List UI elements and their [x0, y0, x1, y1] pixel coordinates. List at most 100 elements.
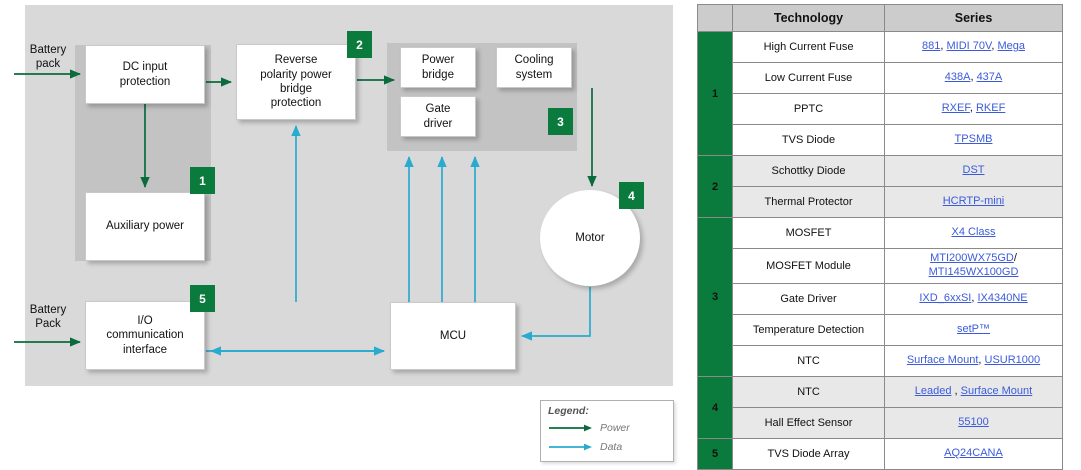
series-cell: setP™	[884, 314, 1063, 346]
series-link[interactable]: Mega	[997, 40, 1025, 53]
technology-cell: Temperature Detection	[732, 314, 885, 346]
technology-cell: Schottky Diode	[732, 155, 885, 187]
badge-3[interactable]: 3	[548, 108, 573, 135]
group-number-cell: 1	[697, 31, 733, 156]
group-number-cell: 4	[697, 376, 733, 439]
group-number-cell: 3	[697, 217, 733, 377]
technology-cell: Gate Driver	[732, 283, 885, 315]
node-dc-input-protection[interactable]: DC input protection	[85, 45, 205, 104]
technology-cell: MOSFET	[732, 217, 885, 249]
technology-cell: Low Current Fuse	[732, 62, 885, 94]
series-cell: 881, MIDI 70V, Mega	[884, 31, 1063, 63]
series-link[interactable]: Surface Mount	[960, 385, 1033, 398]
series-separator: ,	[978, 354, 985, 367]
table-head: Technology Series	[697, 4, 1063, 32]
label-battery-pack-top: Battery pack	[29, 44, 67, 70]
series-link[interactable]: IXD_6xxSI	[919, 292, 972, 305]
table-row: Hall Effect Sensor 55100	[698, 407, 1063, 439]
series-link[interactable]: USUR1000	[984, 354, 1041, 367]
table-row: TVS Diode TPSMB	[698, 124, 1063, 156]
series-link[interactable]: AQ24CANA	[944, 447, 1003, 460]
series-link[interactable]: MIDI 70V	[946, 40, 992, 53]
power-arrow-icon	[549, 424, 592, 431]
series-separator: /	[1013, 252, 1017, 265]
series-link[interactable]: 437A	[976, 71, 1003, 84]
series-link[interactable]: Surface Mount	[906, 354, 979, 367]
technology-cell: TVS Diode Array	[732, 438, 885, 470]
series-cell: RXEF, RKEF	[884, 93, 1063, 125]
technology-cell: NTC	[732, 345, 885, 377]
node-auxiliary-power[interactable]: Auxiliary power	[85, 192, 205, 261]
series-link[interactable]: X4 Class	[951, 226, 996, 239]
badge-4[interactable]: 4	[619, 182, 644, 209]
table-header-technology: Technology	[732, 4, 885, 32]
technology-cell: PPTC	[732, 93, 885, 125]
legend-box: Legend: Power Data	[540, 400, 674, 462]
badge-2[interactable]: 2	[347, 31, 372, 58]
badge-5[interactable]: 5	[190, 285, 215, 312]
group-number-cell: 5	[697, 438, 733, 470]
label-battery-pack-bottom: Battery Pack	[29, 304, 67, 330]
node-mcu[interactable]: MCU	[390, 302, 516, 370]
series-cell: X4 Class	[884, 217, 1063, 249]
series-separator: ,	[991, 40, 998, 53]
series-link[interactable]: DST	[962, 164, 985, 177]
table-header-number	[697, 4, 733, 32]
series-cell: HCRTP-mini	[884, 186, 1063, 218]
legend-title: Legend:	[548, 405, 589, 417]
series-separator: ,	[970, 71, 977, 84]
series-cell: TPSMB	[884, 124, 1063, 156]
technology-cell: NTC	[732, 376, 885, 408]
series-link[interactable]: MTI200WX75GD	[930, 252, 1014, 265]
series-link[interactable]: setP™	[956, 323, 990, 336]
technology-cell: Hall Effect Sensor	[732, 407, 885, 439]
node-gate-driver[interactable]: Gate driver	[400, 96, 476, 137]
group-number-cell: 2	[697, 155, 733, 218]
series-link[interactable]: 55100	[958, 416, 989, 429]
series-link[interactable]: Leaded	[914, 385, 952, 398]
series-link[interactable]: MTI145WX100GD	[928, 266, 1019, 278]
node-power-bridge[interactable]: Power bridge	[400, 47, 476, 88]
series-link[interactable]: RXEF	[941, 102, 970, 115]
series-link[interactable]: TPSMB	[954, 133, 993, 146]
node-reverse-polarity-protection[interactable]: Reverse polarity power bridge protection	[236, 44, 356, 120]
series-link[interactable]: RKEF	[975, 102, 1006, 115]
series-cell: Leaded , Surface Mount	[884, 376, 1063, 408]
legend-row-data: Data	[548, 438, 666, 455]
data-arrow-icon	[549, 443, 592, 450]
legend-power-label: Power	[600, 421, 630, 434]
table-row: Temperature Detection setP™	[698, 314, 1063, 346]
badge-1[interactable]: 1	[190, 167, 215, 194]
series-cell: Surface Mount, USUR1000	[884, 345, 1063, 377]
series-cell: AQ24CANA	[884, 438, 1063, 470]
series-link[interactable]: HCRTP-mini	[942, 195, 1005, 208]
table-header-row: Technology Series	[697, 4, 1063, 32]
series-link[interactable]: 881	[922, 40, 941, 53]
series-cell: IXD_6xxSI, IX4340NE	[884, 283, 1063, 315]
series-link[interactable]: IX4340NE	[977, 292, 1028, 305]
technology-cell: TVS Diode	[732, 124, 885, 156]
legend-row-power: Power	[548, 419, 666, 436]
series-separator: ,	[951, 385, 961, 398]
node-cooling-system[interactable]: Cooling system	[496, 47, 572, 88]
series-link[interactable]: 438A	[944, 71, 971, 84]
technology-cell: High Current Fuse	[732, 31, 885, 63]
legend-data-label: Data	[600, 440, 623, 453]
node-io-communication-interface[interactable]: I/O communication interface	[85, 301, 205, 370]
table-header-series: Series	[884, 4, 1063, 32]
series-separator: ,	[971, 292, 978, 305]
series-cell: 438A, 437A	[884, 62, 1063, 94]
series-cell: 55100	[884, 407, 1063, 439]
